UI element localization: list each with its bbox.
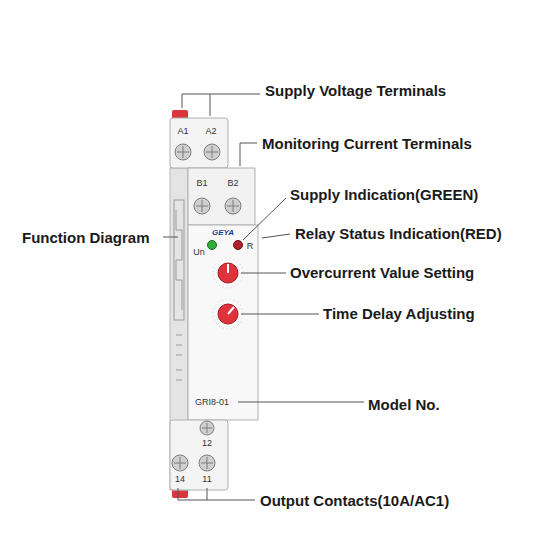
callout-label: Supply Indication(GREEN): [290, 186, 478, 203]
terminal-screws: [172, 144, 241, 471]
terminal-label: B2: [227, 178, 238, 188]
callout-label: Monitoring Current Terminals: [262, 135, 472, 152]
red-led: [234, 241, 243, 250]
callout-label: Overcurrent Value Setting: [290, 264, 474, 281]
led-label: Un: [193, 247, 205, 257]
terminal-label: A1: [177, 126, 188, 136]
green-led: [208, 241, 217, 250]
leader-lines: [163, 94, 364, 500]
terminal-label: 14: [175, 474, 185, 484]
front-panel: [188, 225, 258, 420]
terminal-block: [170, 420, 228, 490]
callout-label: Relay Status Indication(RED): [295, 225, 502, 242]
time-dial: [213, 299, 243, 329]
callout-label: Function Diagram: [22, 229, 150, 246]
callout-label: Model No.: [368, 396, 440, 413]
function-diagram-graphic: [174, 200, 184, 380]
callout-label: Time Delay Adjusting: [323, 305, 475, 322]
callout-label: Output Contacts(10A/AC1): [260, 492, 449, 509]
callout-label: Supply Voltage Terminals: [265, 82, 446, 99]
terminal-label: 12: [202, 438, 212, 448]
terminal-label: B1: [196, 178, 207, 188]
terminal-block: [188, 168, 255, 225]
overcurrent-dial: [213, 258, 243, 288]
brand-logo: GEYA: [212, 228, 234, 237]
model-number: GRI8-01: [195, 397, 229, 407]
terminal-label: A2: [205, 126, 216, 136]
led-label: R: [247, 241, 254, 251]
terminal-block: [170, 118, 228, 168]
terminal-label: 11: [202, 474, 211, 484]
